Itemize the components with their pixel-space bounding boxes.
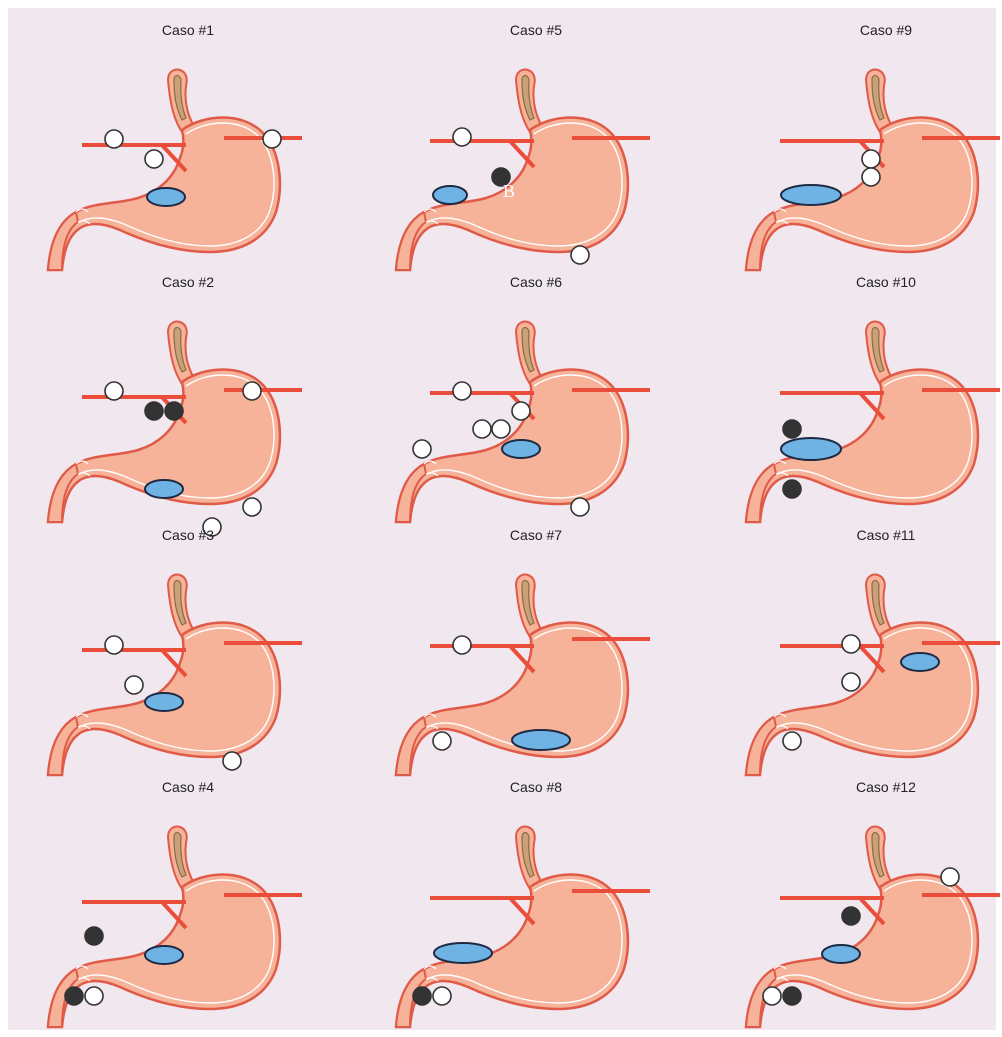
lymph-node-negative — [941, 868, 959, 886]
lymph-node-negative — [453, 382, 471, 400]
stomach-diagram — [716, 513, 1002, 765]
lymph-node-negative — [453, 636, 471, 654]
lymph-node-negative — [862, 150, 880, 168]
lymph-node-negative — [413, 440, 431, 458]
lymph-node-positive — [842, 907, 860, 925]
tumor — [433, 186, 467, 204]
tumor — [822, 945, 860, 963]
lymph-node-negative — [263, 130, 281, 148]
case-panel: Caso #9 — [716, 8, 1002, 260]
case-panel: Caso #10 — [716, 260, 1002, 512]
lymph-node-negative — [433, 732, 451, 750]
tumor — [145, 693, 183, 711]
lymph-node-positive — [413, 987, 431, 1005]
case-panel: Caso #7 — [366, 513, 706, 765]
stomach-diagram — [366, 260, 706, 512]
case-panel: Caso #1 — [18, 8, 358, 260]
lymph-node-negative — [473, 420, 491, 438]
stomach-diagram — [366, 513, 706, 765]
lymph-node-negative — [512, 402, 530, 420]
lymph-node-negative — [105, 636, 123, 654]
lymph-node-positive — [783, 987, 801, 1005]
lymph-node-negative — [105, 130, 123, 148]
lymph-node-negative — [842, 635, 860, 653]
node-label: B — [503, 181, 515, 201]
lymph-node-negative — [433, 987, 451, 1005]
stomach-diagram — [716, 765, 1002, 1017]
tumor — [145, 946, 183, 964]
lymph-node-negative — [453, 128, 471, 146]
tumor — [901, 653, 939, 671]
lymph-node-negative — [125, 676, 143, 694]
stomach-diagram — [716, 8, 1002, 260]
case-panel: Caso #8 — [366, 765, 706, 1017]
lymph-node-negative — [492, 420, 510, 438]
tumor — [512, 730, 570, 750]
stomach-diagram — [18, 260, 358, 512]
case-panel: Caso #12 — [716, 765, 1002, 1017]
lymph-node-negative — [145, 150, 163, 168]
stomach-diagram: B — [366, 8, 706, 260]
case-panel: Caso #2 — [18, 260, 358, 512]
lymph-node-positive — [85, 927, 103, 945]
tumor — [145, 480, 183, 498]
case-panel: Caso #3 — [18, 513, 358, 765]
stomach-diagram — [366, 765, 706, 1017]
lymph-node-negative — [763, 987, 781, 1005]
lymph-node-positive — [783, 480, 801, 498]
tumor — [434, 943, 492, 963]
tumor — [781, 185, 841, 205]
stomach-diagram — [18, 513, 358, 765]
case-panel: Caso #4 — [18, 765, 358, 1017]
case-panel: Caso #6 — [366, 260, 706, 512]
stomach-diagram — [18, 765, 358, 1017]
lymph-node-positive — [145, 402, 163, 420]
stomach-diagram — [716, 260, 1002, 512]
lymph-node-negative — [85, 987, 103, 1005]
lymph-node-negative — [842, 673, 860, 691]
lymph-node-positive — [783, 420, 801, 438]
lymph-node-positive — [165, 402, 183, 420]
lymph-node-negative — [243, 382, 261, 400]
lymph-node-negative — [783, 732, 801, 750]
tumor — [147, 188, 185, 206]
tumor — [502, 440, 540, 458]
lymph-node-positive — [65, 987, 83, 1005]
stomach-diagram — [18, 8, 358, 260]
tumor — [781, 438, 841, 460]
case-panel: Caso #11 — [716, 513, 1002, 765]
lymph-node-negative — [862, 168, 880, 186]
lymph-node-negative — [105, 382, 123, 400]
